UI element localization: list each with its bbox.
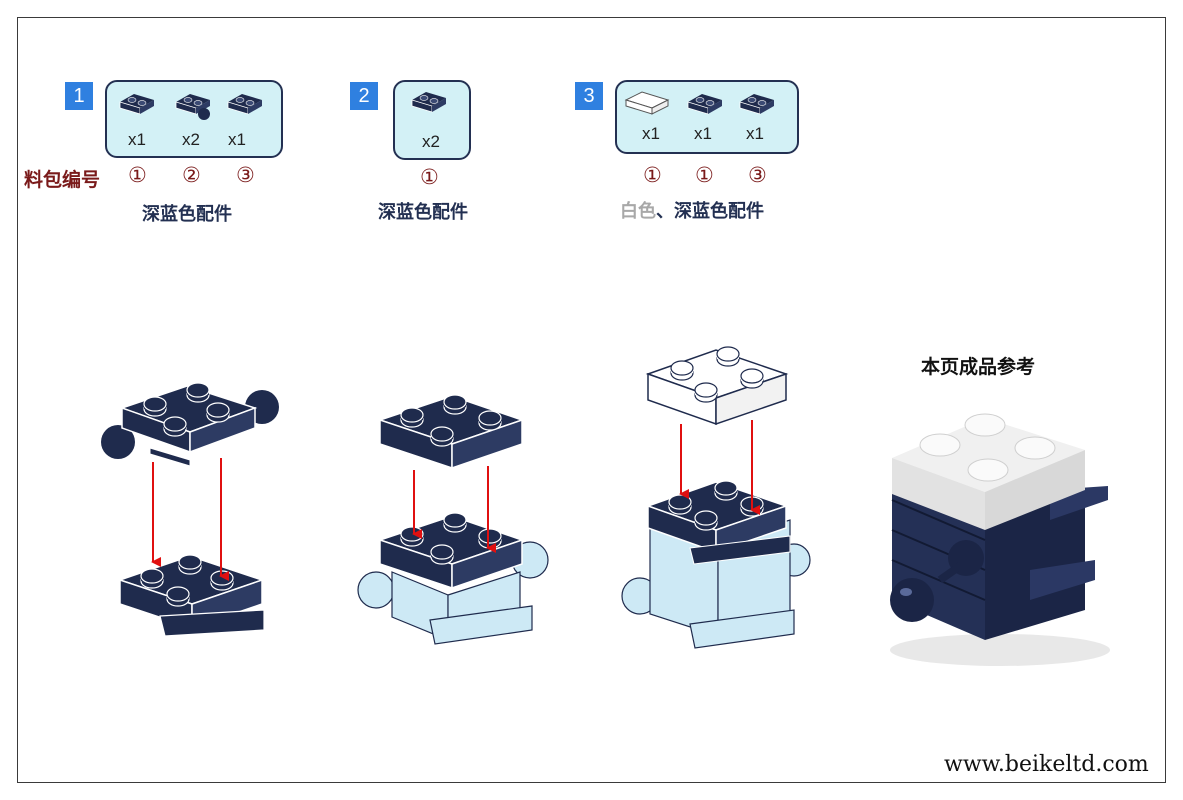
reference-title: 本页成品参考 <box>921 356 1036 378</box>
step-1-top-plate <box>101 382 279 467</box>
step-2-badge: 2 <box>350 82 378 110</box>
step-2-assembly <box>357 512 549 645</box>
step-3-qty-2: x1 <box>694 124 712 143</box>
step-3-badge: 3 <box>575 82 603 110</box>
step-3-package-1: ① <box>643 163 662 187</box>
part-plate-2x2-icon <box>411 91 447 113</box>
website-url: www.beikeltd.com <box>944 752 1149 777</box>
step-3-caption: 白色、深蓝色配件 <box>620 197 764 223</box>
step-1-caption: 深蓝色配件 <box>142 204 232 225</box>
step-3-assembly <box>621 480 811 649</box>
page-frame <box>17 17 1166 783</box>
part-ball-icon <box>198 108 210 120</box>
step-1-package-2: ② <box>182 163 201 187</box>
step-3-package-3: ③ <box>748 163 767 187</box>
step-2-parts-box <box>393 80 471 160</box>
step-1-qty-2: x2 <box>182 130 200 149</box>
step-2-package-1: ① <box>420 165 439 189</box>
step-1-bottom-plate <box>117 554 265 637</box>
step-3-qty-3: x1 <box>746 124 764 143</box>
step-1-parts-box <box>105 80 283 158</box>
step-3-parts-box <box>615 80 799 154</box>
step-2-qty-1: x2 <box>422 132 440 151</box>
part-plate-1x2-icon <box>119 93 155 115</box>
part-white-plate-icon <box>624 91 670 115</box>
step-3-qty-1: x1 <box>642 124 660 143</box>
reference-model-photo <box>890 413 1110 666</box>
step-3-top-plate <box>645 346 789 426</box>
step-1-qty-1: x1 <box>128 130 146 149</box>
part-plate-rail-b-icon <box>739 93 775 115</box>
navy-color-label: 、深蓝色配件 <box>656 201 764 222</box>
step-1-package-3: ③ <box>236 163 255 187</box>
step-1-package-1: ① <box>128 163 147 187</box>
step-3-package-2: ① <box>695 163 714 187</box>
part-plate-rail-icon <box>227 93 263 115</box>
step-2-top-plate <box>377 394 525 470</box>
white-color-label: 白色 <box>620 201 656 222</box>
package-number-label: 料包编号 <box>24 169 101 191</box>
step-1-qty-3: x1 <box>228 130 246 149</box>
step-1-badge: 1 <box>65 82 93 110</box>
part-plate-2x2-b-icon <box>687 93 723 115</box>
step-2-caption: 深蓝色配件 <box>378 202 468 223</box>
